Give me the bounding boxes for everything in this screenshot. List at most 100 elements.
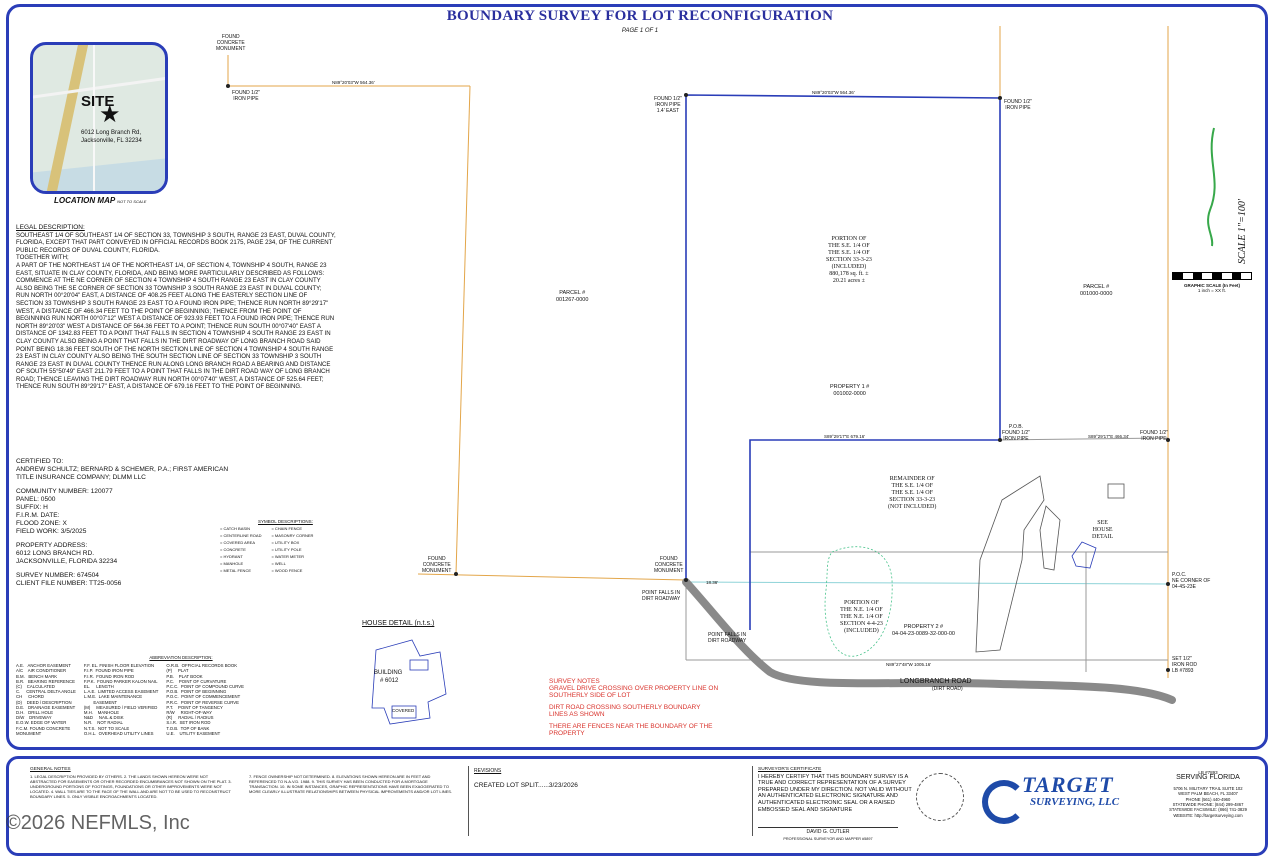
logo-swoosh-icon xyxy=(982,780,1026,824)
company-phone: STATEWIDE PHONE: (844) 299-4867 xyxy=(1172,802,1244,808)
creek-line xyxy=(1207,127,1216,247)
symbol-heading: SYMBOL DESCRIPTIONS: xyxy=(258,519,313,524)
abbrev-column: F.F. EL. FINISH FLOOR ELEVATION F.I.P. F… xyxy=(83,663,159,736)
surveyor-name: DAVID G. CUTLER xyxy=(758,827,898,836)
building-outline xyxy=(1071,541,1097,569)
symbol-item: = HYDRANT xyxy=(220,554,243,559)
symbol-descriptions: SYMBOL DESCRIPTIONS: = CATCH BASIN = CEN… xyxy=(220,518,350,574)
section-line xyxy=(685,581,1169,585)
survey-number: SURVEY NUMBER: 674504 xyxy=(16,572,99,579)
parcel-lines xyxy=(227,26,1169,678)
portion-label: PORTION OF THE S.E. 1/4 OF THE S.E. 1/4 … xyxy=(826,236,872,284)
abbrev-column: A.E. ANCHOR EASEMENT A/C AIR CONDITIONER… xyxy=(16,663,76,736)
general-notes-right: 7. FENCE OWNERSHIP NOT DETERMINED. 8. EL… xyxy=(249,774,453,794)
company-website: WEBSITE: http://targetsurveying.com xyxy=(1173,812,1243,818)
company-logo: TARGET SURVEYING, LLC xyxy=(982,772,1142,832)
surveyor-seal xyxy=(916,773,964,821)
page-number: PAGE 1 OF 1 xyxy=(621,28,659,34)
client-file-number: CLIENT FILE NUMBER: TT25-0056 xyxy=(16,580,122,587)
company-address: WEST PALM BEACH, FL 33407 xyxy=(1178,791,1238,797)
revision-entry: CREATED LOT SPLIT......3/23/2026 xyxy=(474,782,578,789)
symbol-item: = UTILITY BOX xyxy=(271,540,300,545)
road-sub: (DIRT ROAD) xyxy=(932,686,963,692)
general-notes: GENERAL NOTES 1. LEGAL DESCRIPTION PROVI… xyxy=(30,767,470,799)
house-room xyxy=(409,659,429,671)
survey-note: THERE ARE FENCES NEAR THE BOUNDARY OF TH… xyxy=(549,723,713,737)
surveyor-certificate-text: I HEREBY CERTIFY THAT THIS BOUNDARY SURV… xyxy=(758,773,912,813)
abbrev-heading: ABBREVIATION DESCRIPTION: xyxy=(149,655,213,660)
signature-block: DAVID G. CUTLER PROFESSIONAL SURVEYOR AN… xyxy=(758,827,898,842)
company-phone: PHONE (561) 440-4960 xyxy=(1185,796,1231,802)
property-address-line: JACKSONVILLE, FLORIDA 32234 xyxy=(16,558,118,565)
symbol-item: = METAL FENCE xyxy=(220,568,252,573)
logo-subtext: SURVEYING, LLC xyxy=(1030,796,1120,808)
house-detail: HOUSE DETAIL (n.t.s.) BUILDING # 6012 CO… xyxy=(362,620,435,713)
property-label: PROPERTY 2 # 04-04-23-0089-32-000-00 xyxy=(892,624,955,637)
caption-text: LOCATION MAP xyxy=(54,196,115,205)
divider xyxy=(752,766,753,836)
surveyor-certificate-heading: SURVEYOR'S CERTIFICATE xyxy=(758,767,822,772)
symbol-item: = WELL xyxy=(271,561,286,566)
symbol-item: = WATER METER xyxy=(271,554,305,559)
site-address-line: 6012 Long Branch Rd, xyxy=(81,130,142,136)
legal-description: LEGAL DESCRIPTION: SOUTHEAST 1/4 OF SOUT… xyxy=(16,224,336,391)
found-iron-pipe-label: FOUND 1/2" IRON PIPE xyxy=(1004,99,1032,111)
location-map-caption: LOCATION MAP NOT TO SCALE xyxy=(54,196,146,205)
graphic-scale-unit: 1 inch = XX ft. xyxy=(1197,288,1227,293)
bearing-label: N89°20'03"W 564.36' xyxy=(812,90,855,95)
parcel-label: PARCEL # 001267-0000 xyxy=(556,290,589,303)
set-iron-rod-label: SET 1/2" IRON ROD LB #7893 xyxy=(1172,656,1197,674)
building-outline xyxy=(975,475,1045,653)
general-notes-left: 1. LEGAL DESCRIPTION PROVIDED BY OTHERS.… xyxy=(30,774,232,799)
abbrev-column: O.R.B. OFFICIAL RECORDS BOOK (P) PLAT P.… xyxy=(166,663,244,736)
building-outlines xyxy=(975,475,1125,653)
star-icon: ★ xyxy=(99,101,121,128)
see-house-detail-label: SEE HOUSE DETAIL xyxy=(1092,520,1114,540)
monument-marker xyxy=(1166,582,1170,586)
symbol-item: = WOOD FENCE xyxy=(271,568,303,573)
poc-label: P.O.C. NE CORNER OF 04-4S-23E xyxy=(1172,572,1211,590)
symbol-item: = CENTERLINE ROAD xyxy=(220,533,262,538)
symbol-item: = CONCRETE xyxy=(220,547,246,552)
house-outline xyxy=(371,639,447,725)
symbol-item: = MASONRY CORNER xyxy=(271,533,314,538)
remainder-label: REMAINDER OF THE S.E. 1/4 OF THE S.E. 1/… xyxy=(888,476,937,510)
community-number: COMMUNITY NUMBER: 120077 xyxy=(16,488,113,495)
found-concrete-monument-label: FOUND CONCRETE MONUMENT xyxy=(216,34,246,52)
caption-note: NOT TO SCALE xyxy=(117,199,147,204)
property-address-heading: PROPERTY ADDRESS: xyxy=(16,542,88,549)
company-fax: STATEWIDE FACSIMILE: (866) 741-3829 xyxy=(1169,807,1247,813)
scale-label: SCALE 1"=100' xyxy=(1237,198,1249,265)
monument-marker xyxy=(1166,668,1170,672)
watermark: ©2026 NEFMLS, Inc xyxy=(6,812,190,834)
legal-paragraph: SOUTHEAST 1/4 OF SOUTHEAST 1/4 OF SECTIO… xyxy=(16,231,336,254)
monument-marker xyxy=(226,84,230,88)
building-number: # 6012 xyxy=(380,678,399,684)
suffix: SUFFIX: H xyxy=(16,504,48,511)
certified-text: ANDREW SCHULTZ; BERNARD & SCHEMER, P.A.;… xyxy=(16,466,229,481)
point-falls-label: POINT FALLS IN DIRT ROADWAY xyxy=(642,590,681,602)
page-title: BOUNDARY SURVEY FOR LOT RECONFIGURATION xyxy=(446,8,834,24)
site-address-line: Jacksonville, FL 32234 xyxy=(81,138,142,144)
covered-label: COVERED xyxy=(392,708,415,713)
legal-heading: LEGAL DESCRIPTION: xyxy=(16,224,85,231)
surveyor-title: PROFESSIONAL SURVEYOR AND MAPPER #5897 xyxy=(783,836,873,841)
point-falls-label: POINT FALLS IN DIRT ROADWAY xyxy=(708,632,747,644)
legal-paragraph: COMMENCE AT THE NE CORNER OF SECTION 4 T… xyxy=(16,277,335,391)
monuments xyxy=(226,84,1170,672)
parcel-label: PARCEL # 001000-0000 xyxy=(1080,284,1113,297)
section-line xyxy=(999,437,1169,441)
firm-date: F.I.R.M. DATE: xyxy=(16,512,60,519)
legal-paragraph: TOGETHER WITH; xyxy=(16,254,69,262)
house-detail-heading: HOUSE DETAIL (n.t.s.) xyxy=(362,620,435,627)
scale-bar xyxy=(1172,272,1252,280)
pob-label: P.O.B. FOUND 1/2" IRON PIPE xyxy=(1002,424,1030,442)
symbol-item: = MANHOLE xyxy=(220,561,244,566)
company-address: 5706 N. MILITARY TRAIL SUITE 102 xyxy=(1173,785,1243,791)
building-label: BUILDING xyxy=(374,670,403,676)
section-lines xyxy=(685,437,1169,672)
symbol-item: = CATCH BASIN xyxy=(220,526,251,531)
logo-text: TARGET xyxy=(1022,772,1114,797)
site-label: SITE xyxy=(81,93,115,110)
